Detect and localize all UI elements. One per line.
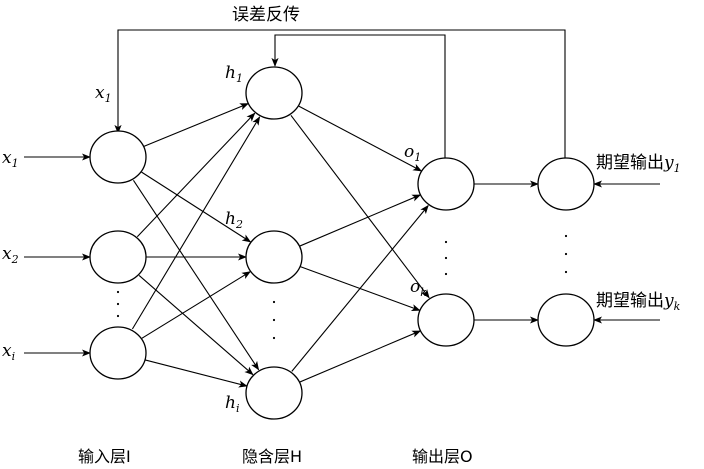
input-node-i: [89, 326, 147, 380]
hidden-ellipsis-dot-2: [272, 336, 276, 340]
expected-node-k: [537, 293, 595, 347]
edge-input-1-hidden-2: [138, 274, 254, 376]
expected-ellipsis-dot-2: [564, 270, 568, 274]
hidden-ellipsis-dot-1: [272, 318, 276, 322]
edge-hidden-2-output-0: [291, 204, 429, 372]
feedback-label: 误差反传: [232, 5, 300, 25]
expected-node-1: [537, 157, 595, 211]
output-node-1: [417, 157, 475, 211]
output-ellipsis-dot-1: [444, 256, 448, 260]
edge-hidden-0-output-1: [290, 114, 430, 299]
edge-hidden-0-output-0: [298, 105, 423, 172]
layer-label-input: 输入层I: [78, 447, 131, 466]
input-label-1: x1: [2, 148, 19, 170]
edge-input-0-hidden-1: [141, 171, 252, 243]
expected-ellipsis-dot-0: [564, 234, 568, 238]
feedback-input-label: x1: [95, 83, 112, 105]
nodes: [89, 66, 595, 420]
edge-hidden-2-output-1: [299, 330, 422, 383]
input-node-2: [89, 230, 147, 284]
output-label-1: o1: [404, 142, 421, 164]
layer-label-output: 输出层O: [412, 447, 473, 466]
input-arrows: [24, 153, 660, 357]
expected-ellipsis-dot-1: [564, 252, 568, 256]
hidden-label-i: hi: [225, 393, 239, 415]
edge-input-2-hidden-2: [144, 359, 248, 388]
edge-input-2-hidden-0: [131, 116, 261, 330]
edge-input-2-hidden-1: [141, 271, 251, 339]
edge-input-1-hidden-0: [136, 112, 256, 238]
output-ellipsis-dot-2: [444, 272, 448, 276]
output-ellipsis-dot-0: [444, 240, 448, 244]
layer-label-hidden: 隐含层H: [242, 447, 302, 466]
input-ellipsis-dot-0: [116, 290, 120, 294]
ellipses: [116, 234, 568, 340]
output-label-k: ok: [410, 277, 427, 299]
input-ellipsis-dot-2: [116, 314, 120, 318]
expected-label-1: 期望输出y1: [596, 153, 681, 175]
output-node-k: [417, 293, 475, 347]
edge-hidden-1-output-0: [299, 194, 422, 247]
hidden-ellipsis-dot-0: [272, 300, 276, 304]
expected-label-k: 期望输出yk: [596, 291, 681, 313]
hidden-node-i: [245, 366, 303, 420]
feedback-path-outer: [114, 29, 566, 158]
input-label-i: xi: [2, 341, 15, 363]
hidden-label-1: h1: [225, 63, 243, 85]
input-ellipsis-dot-1: [116, 302, 120, 306]
feedback-path-inner: [271, 34, 446, 158]
input-node-1: [89, 130, 147, 184]
edge-input-0-hidden-0: [143, 103, 249, 147]
hidden-node-1: [245, 66, 303, 120]
hidden-label-2: h2: [225, 209, 243, 231]
edge-input-0-hidden-2: [132, 180, 260, 371]
labels: x1 x1 x2 xi h1 h2 hi o1 ok 期望输出y: [2, 63, 681, 466]
hidden-node-2: [245, 230, 303, 284]
edges: [131, 103, 539, 388]
input-label-2: x2: [2, 244, 19, 266]
